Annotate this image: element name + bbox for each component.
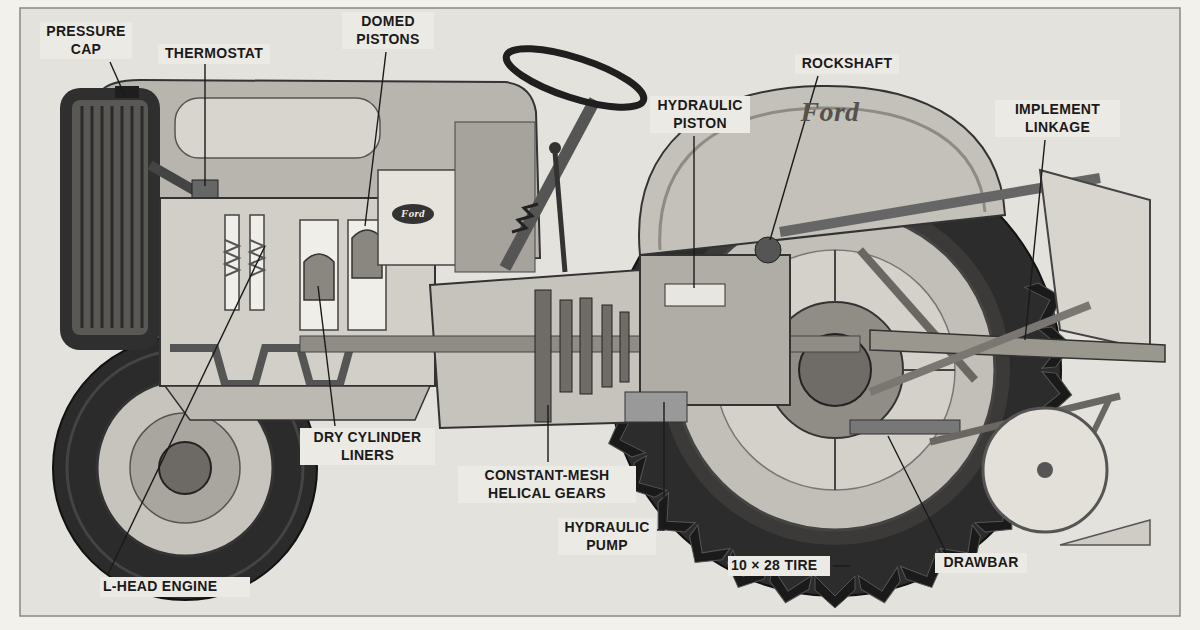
brand-logo: Ford xyxy=(780,94,880,129)
picture-frame xyxy=(20,8,1180,616)
steering xyxy=(500,37,649,268)
leader-lines xyxy=(108,52,1045,574)
rockshaft xyxy=(755,237,781,263)
brand-logo: Ford xyxy=(392,207,434,219)
part-label: PRESSURE CAP xyxy=(40,22,132,59)
part-label: CONSTANT-MESH HELICAL GEARS xyxy=(458,466,636,503)
part-label: L-HEAD ENGINE xyxy=(100,577,250,597)
part-label: HYDRAULIC PISTON xyxy=(650,96,750,133)
part-label: IMPLEMENT LINKAGE xyxy=(995,100,1120,137)
part-label: DRAWBAR xyxy=(935,553,1027,573)
part-label: ROCKSHAFT xyxy=(795,54,899,74)
hydraulic-housing xyxy=(625,255,790,422)
part-label: THERMOSTAT xyxy=(158,44,270,64)
part-label: DOMED PISTONS xyxy=(342,12,434,49)
part-label: 10 × 28 TIRE xyxy=(728,556,830,576)
implement xyxy=(780,170,1165,545)
part-label: HYDRAULIC PUMP xyxy=(558,518,656,555)
part-label: DRY CYLINDER LINERS xyxy=(300,428,435,465)
